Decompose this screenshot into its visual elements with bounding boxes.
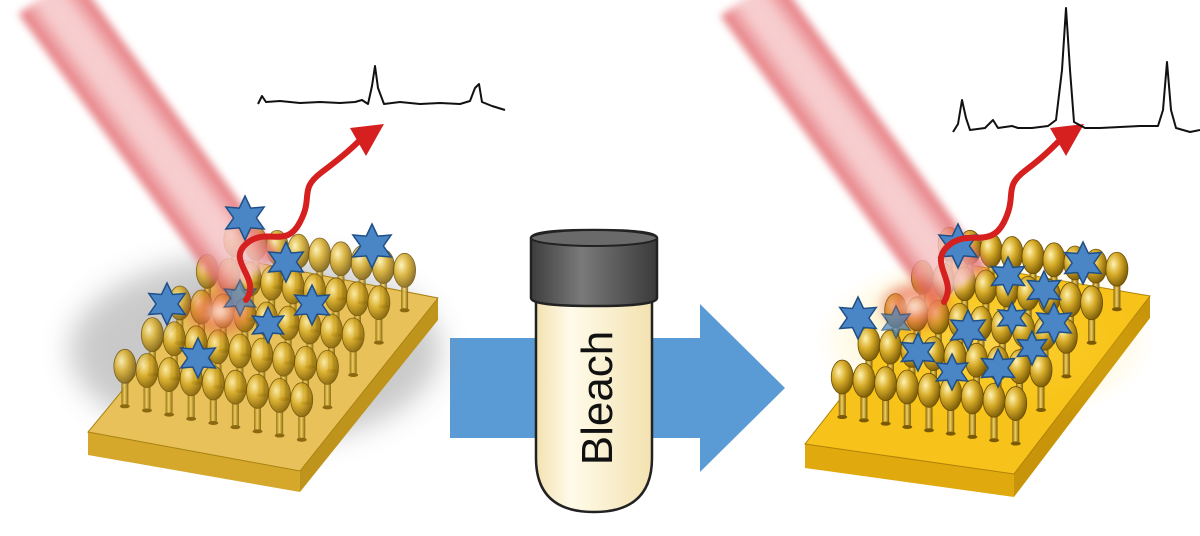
- signal-arrow-before: [236, 124, 384, 303]
- molecule-star: [1015, 329, 1049, 367]
- molecule-star: [179, 336, 217, 380]
- nanopillar: [1080, 285, 1104, 345]
- molecule-star: [1035, 301, 1073, 345]
- nanopillar: [290, 382, 314, 442]
- nanopillar: [1004, 386, 1028, 446]
- molecule-star: [1025, 269, 1063, 311]
- molecule-star: [979, 347, 1017, 389]
- molecule-star: [147, 281, 187, 327]
- molecule-star: [838, 295, 878, 341]
- nanopillar: [874, 366, 898, 426]
- nanopillar: [895, 369, 919, 429]
- nanopillar: [852, 362, 876, 423]
- nanopillar: [341, 317, 365, 377]
- nanopillar: [135, 353, 159, 413]
- molecule-star: [899, 331, 937, 373]
- nanopillar: [367, 285, 391, 345]
- signal-arrow-after: [937, 124, 1084, 305]
- molecule-star: [989, 255, 1027, 297]
- molecule-star: [267, 240, 305, 284]
- spectrum-strong: [952, 7, 1200, 133]
- nanopillar: [982, 382, 1006, 443]
- bleach-vial: Bleach: [529, 228, 659, 514]
- molecule-star: [224, 194, 266, 242]
- molecule-star: [293, 283, 331, 327]
- molecule-star: [996, 300, 1028, 336]
- molecule-stars-before: [147, 194, 393, 380]
- vial-label: Bleach: [573, 331, 622, 466]
- nanopillar: [113, 348, 137, 409]
- molecule-star: [351, 222, 393, 270]
- nanopillar: [917, 372, 941, 433]
- nanopillar: [157, 357, 181, 417]
- nanopillar: [268, 378, 292, 438]
- spectrum-weak: [257, 65, 506, 111]
- nanopillar: [1029, 352, 1053, 412]
- nanopillar: [224, 369, 247, 430]
- molecule-star: [250, 305, 286, 345]
- molecule-star: [949, 308, 987, 352]
- panel-before: [18, 0, 506, 492]
- vial-body: [534, 276, 654, 514]
- panel-after: [720, 0, 1200, 497]
- nanopillar: [1105, 251, 1129, 312]
- nanopillar: [316, 349, 339, 410]
- molecule-star: [1063, 240, 1103, 286]
- nanopillar: [246, 373, 269, 434]
- molecule-star: [880, 304, 912, 340]
- molecule-star: [222, 278, 258, 318]
- nanopillar: [393, 252, 416, 313]
- molecule-star: [934, 352, 970, 392]
